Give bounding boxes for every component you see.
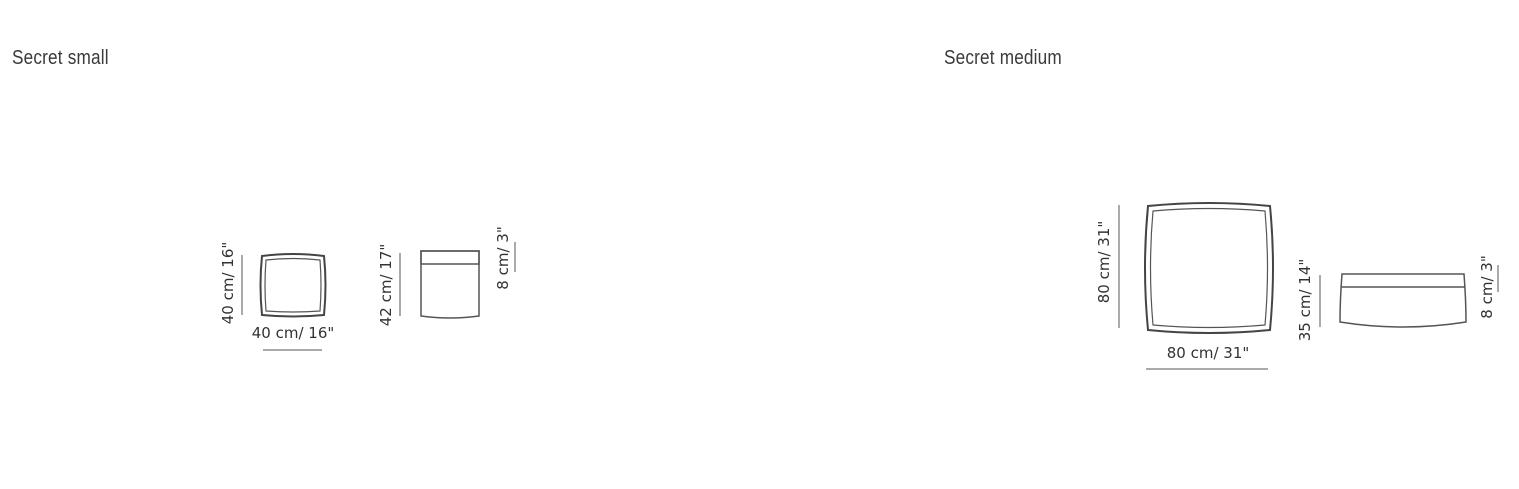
small-top-view: 40 cm/ 16" 40 cm/ 16": [219, 242, 335, 351]
product-title-small: Secret small: [12, 47, 109, 69]
small-top-inner: [264, 257, 322, 313]
product-title-medium: Secret medium: [944, 47, 1062, 69]
small-side-height-label: 42 cm/ 17": [377, 244, 395, 327]
medium-side-height-label: 35 cm/ 14": [1296, 259, 1314, 342]
small-side-view: 42 cm/ 17" 8 cm/ 3": [377, 226, 516, 327]
medium-side-outline: [1339, 273, 1467, 328]
medium-side-cushion-label: 8 cm/ 3": [1478, 255, 1496, 318]
small-side-outline: [420, 250, 480, 319]
medium-top-outline: [1144, 202, 1274, 334]
medium-side-view: 35 cm/ 14" 8 cm/ 3": [1296, 255, 1499, 342]
small-top-outline: [259, 253, 327, 318]
medium-top-view: 80 cm/ 31" 80 cm/ 31": [1095, 202, 1274, 370]
medium-top-height-label: 80 cm/ 31": [1095, 221, 1113, 304]
medium-top-inner: [1149, 207, 1269, 329]
small-top-height-label: 40 cm/ 16": [219, 242, 237, 325]
small-side-cushion-label: 8 cm/ 3": [494, 226, 512, 289]
medium-top-width-label: 80 cm/ 31": [1167, 344, 1250, 362]
small-top-width-label: 40 cm/ 16": [252, 324, 335, 342]
small-side-cushion: [420, 250, 480, 265]
